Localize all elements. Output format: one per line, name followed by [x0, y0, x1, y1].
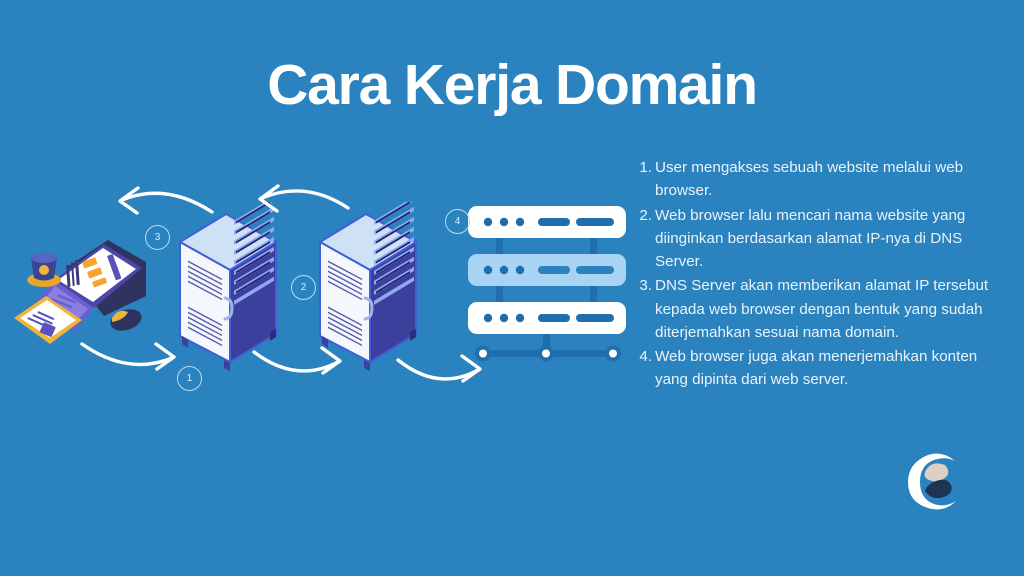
list-item-number: 3. — [639, 277, 652, 295]
list-item-number: 4. — [639, 348, 652, 365]
laptop-workstation-illustration — [8, 222, 154, 346]
list-item-text: Web browser juga akan menerjemahkan kont… — [655, 348, 978, 389]
list-item-number: 2. — [639, 206, 652, 224]
arrow-laptop-to-rack1 — [80, 342, 176, 371]
list-item-text: User mengakses sebuah website melalui we… — [655, 159, 964, 200]
step-marker-2: 2 — [291, 275, 316, 300]
list-item-text: DNS Server akan memberikan alamat IP ter… — [655, 277, 989, 341]
step-marker-4: 4 — [445, 209, 470, 234]
list-item: 3. DNS Server akan memberikan alamat IP … — [636, 274, 998, 344]
page-title: Cara Kerja Domain — [267, 53, 758, 117]
step-marker-3: 3 — [145, 225, 170, 250]
list-item-number: 1. — [639, 159, 652, 176]
list-item: 1. User mengakses sebuah website melalui… — [636, 156, 998, 203]
brand-logo — [898, 444, 970, 516]
server-rack-illustration-1 — [172, 196, 284, 380]
list-item: 2. Web browser lalu mencari nama website… — [636, 204, 998, 274]
list-item-text: Web browser lalu mencari nama website ya… — [655, 206, 966, 271]
step-marker-1: 1 — [177, 366, 202, 391]
list-item: 4. Web browser juga akan menerjemahkan k… — [636, 345, 998, 392]
steps-list: 1. User mengakses sebuah website melalui… — [636, 156, 998, 393]
server-rack-illustration-2 — [312, 196, 424, 380]
dns-server-stack-illustration — [466, 196, 628, 372]
